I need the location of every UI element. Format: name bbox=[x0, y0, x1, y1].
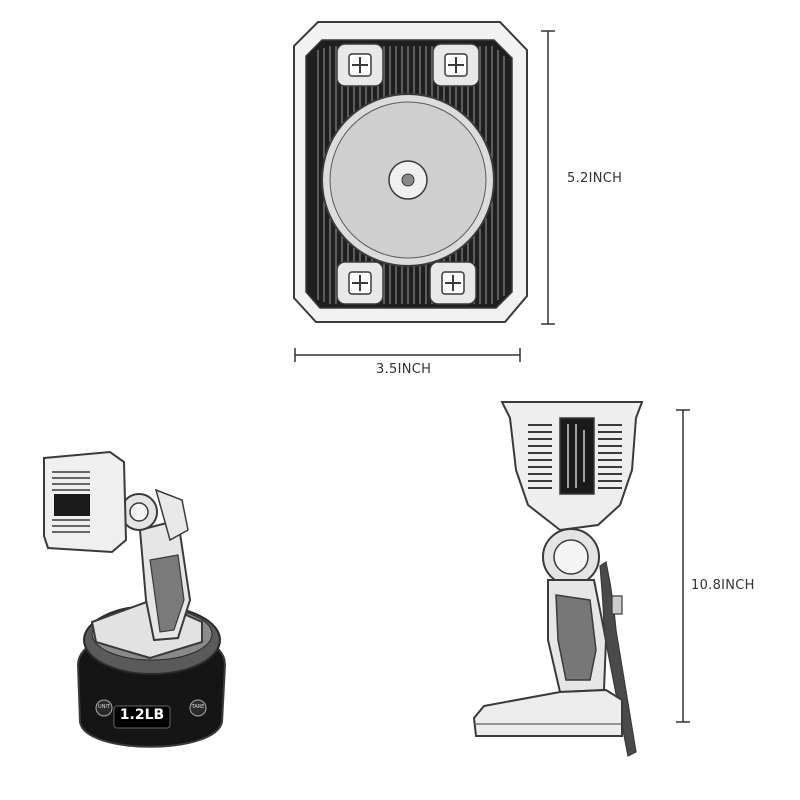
scale-unit-button bbox=[95, 699, 113, 717]
side-vents-left bbox=[528, 424, 552, 489]
led-top-left bbox=[336, 43, 384, 87]
scale-unit-label: UNIT bbox=[98, 704, 110, 710]
length-dimension-label: 10.8INCH bbox=[691, 578, 755, 593]
led-top-right bbox=[432, 43, 480, 87]
side-vents-right bbox=[598, 424, 622, 489]
height-dimension-label: 5.2INCH bbox=[567, 171, 623, 186]
width-dimension-line bbox=[294, 348, 521, 362]
wrist-strap bbox=[599, 561, 637, 757]
width-dimension-label: 3.5INCH bbox=[376, 362, 432, 377]
scale-weight-display: 1.2LB bbox=[119, 707, 165, 723]
side-label-plate bbox=[559, 417, 595, 495]
height-dimension-line bbox=[541, 30, 555, 325]
scale-tare-label: TARE bbox=[191, 704, 205, 710]
scale-tare-button bbox=[189, 699, 207, 717]
side-base bbox=[472, 688, 623, 737]
scale-display-bg bbox=[113, 705, 171, 729]
length-dimension-line bbox=[676, 409, 690, 723]
led-bottom-left bbox=[336, 261, 384, 305]
iso-light-drawing bbox=[43, 450, 203, 660]
led-bottom-right bbox=[429, 261, 477, 305]
side-view-drawing bbox=[472, 401, 644, 757]
